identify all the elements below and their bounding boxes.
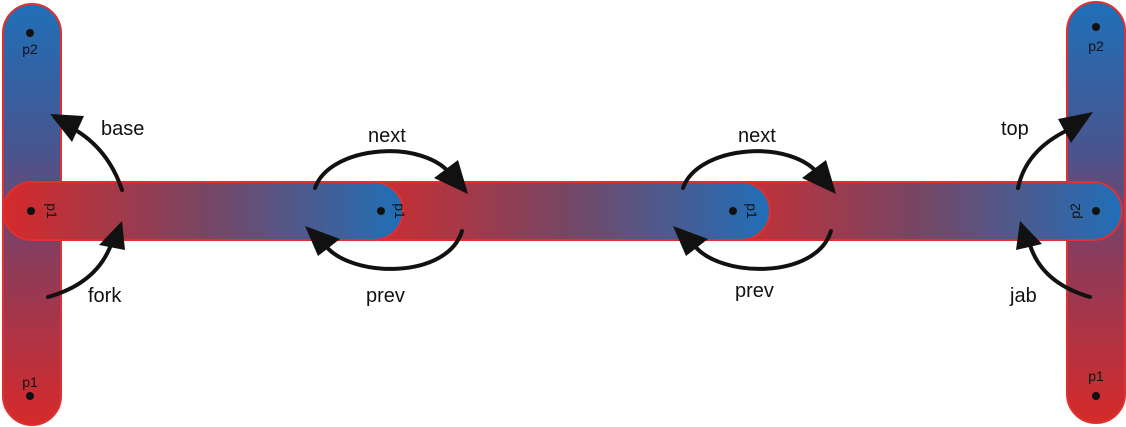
prev-label-left: prev [366, 285, 405, 307]
middle-right-dot [729, 207, 737, 215]
middle-left-dot [377, 207, 385, 215]
prev-label-right: prev [735, 280, 774, 302]
point-label-right-bottom: p1 [1088, 368, 1104, 384]
base-arrow [50, 114, 124, 192]
left-bar-bottom-dot [26, 392, 34, 400]
horizontal-segment-a [2, 181, 404, 241]
right-bar-bottom-dot [1092, 392, 1100, 400]
right-bar-top-dot [1092, 23, 1100, 31]
point-label-middle-left: p1 [392, 203, 408, 219]
prev-arrow-right [673, 226, 833, 271]
point-label-middle-right: p1 [744, 203, 760, 219]
point-label-left-bottom: p1 [22, 374, 38, 390]
next-label-right: next [738, 125, 776, 147]
horizontal-segment-b [351, 181, 771, 241]
fork-label: fork [88, 285, 122, 307]
next-label-left: next [368, 125, 406, 147]
jab-label: jab [1009, 285, 1037, 307]
top-arrow [1016, 112, 1093, 190]
point-label-right-top: p2 [1088, 38, 1104, 54]
base-label: base [101, 118, 144, 140]
prev-arrow-left [305, 226, 464, 271]
point-label-right-horizontal: p2 [1067, 203, 1083, 219]
right-horizontal-dot [1092, 207, 1100, 215]
point-label-left-top: p2 [22, 41, 38, 57]
left-horizontal-dot [27, 207, 35, 215]
next-arrow-left [313, 149, 468, 194]
jab-arrow [1016, 221, 1092, 299]
point-label-left-horizontal: p1 [44, 203, 60, 219]
next-arrow-right [681, 149, 836, 194]
top-label: top [1001, 118, 1029, 140]
left-bar-top-dot [26, 29, 34, 37]
fork-arrow [46, 221, 125, 299]
